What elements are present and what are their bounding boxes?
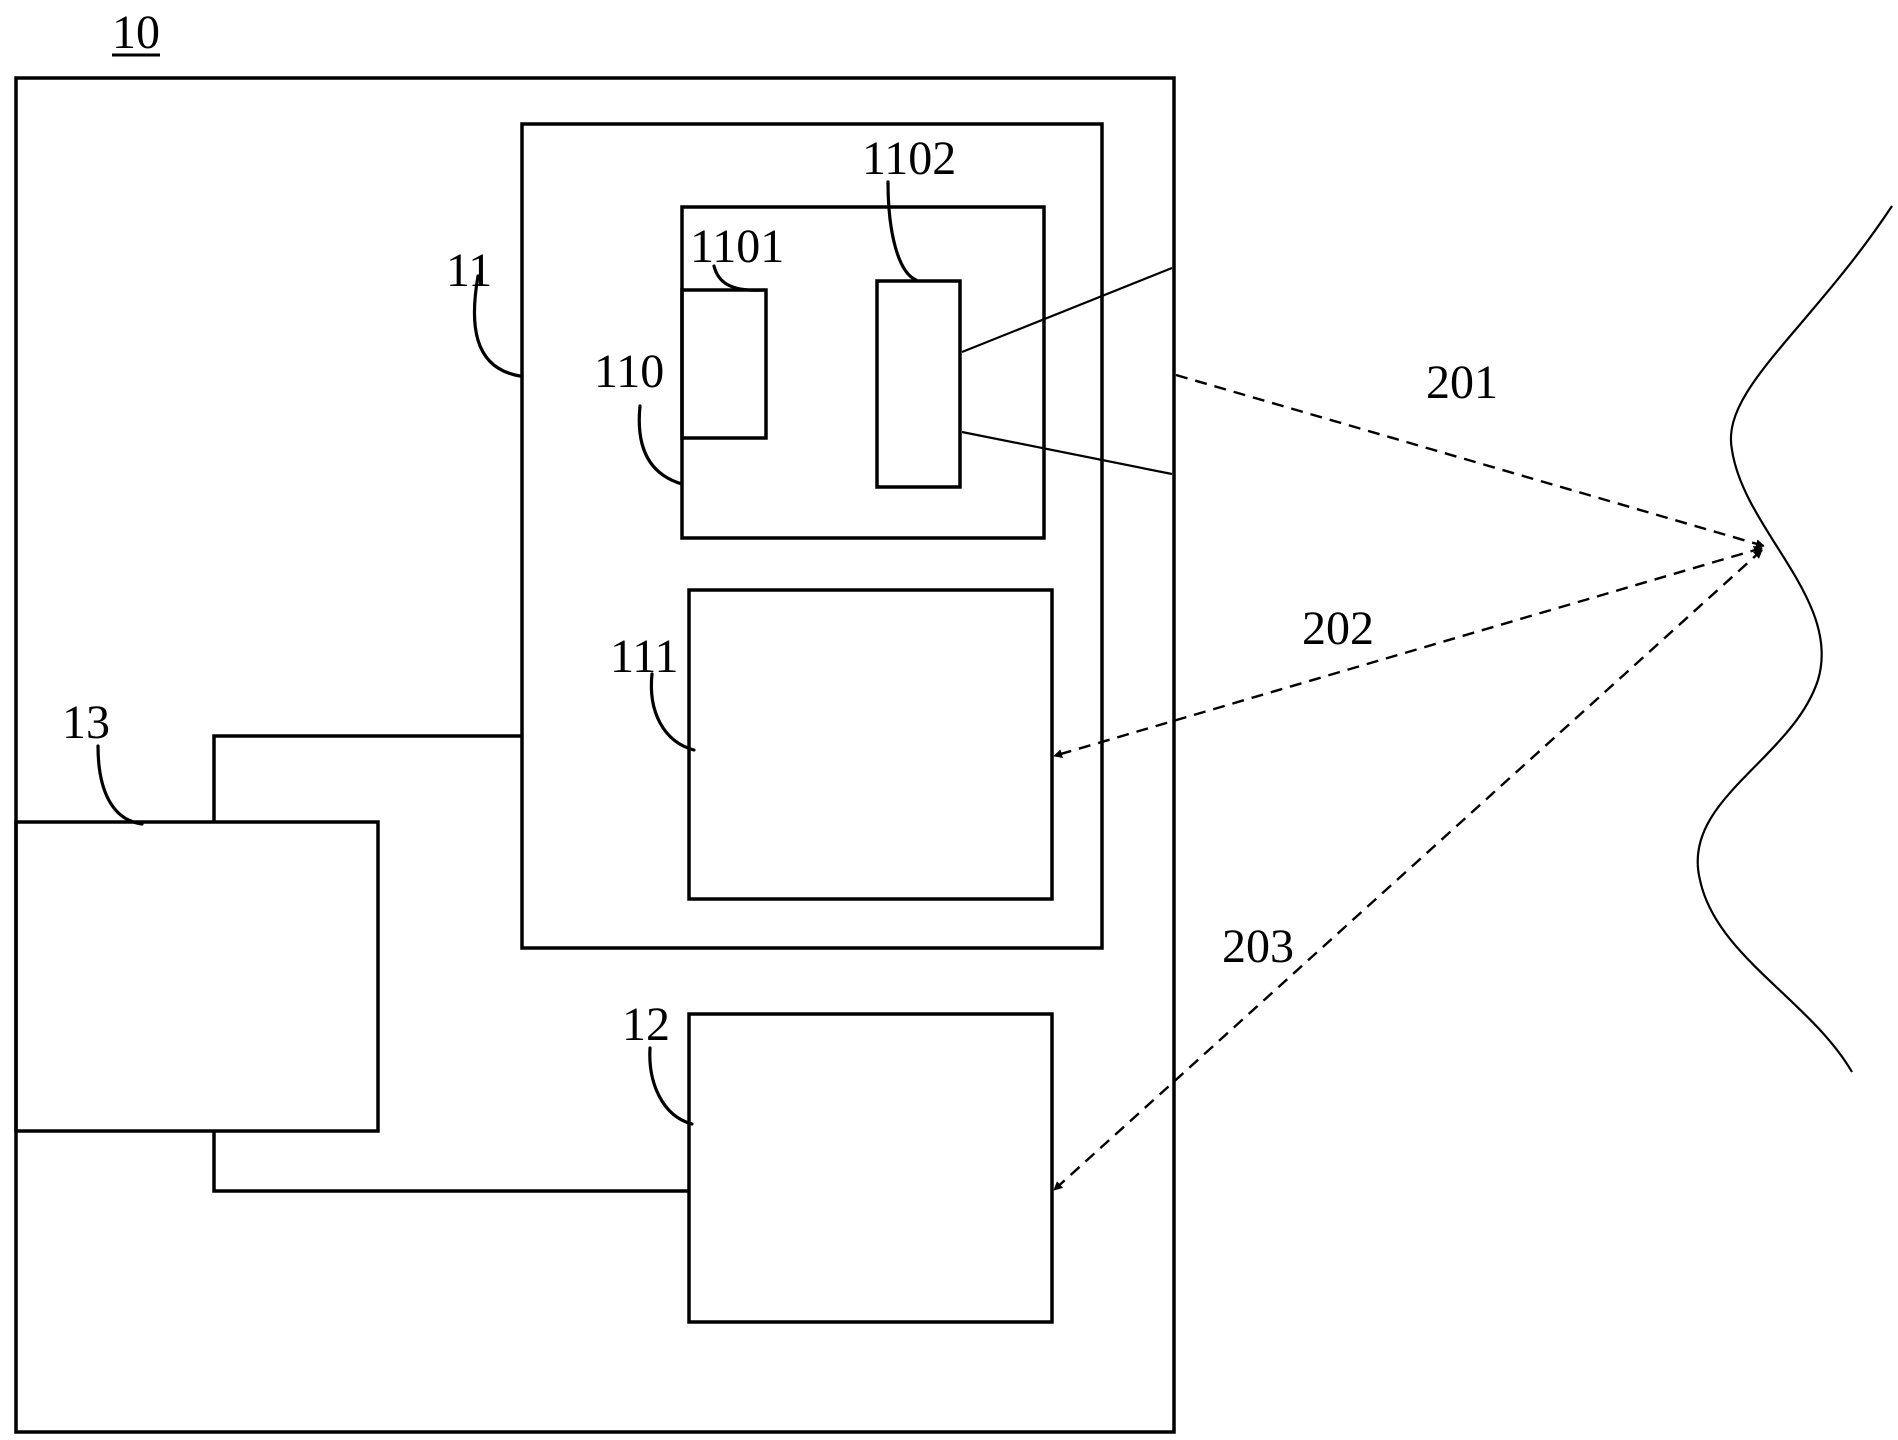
wire-13-to-11	[212, 734, 522, 822]
unit-111-label: 111	[610, 630, 678, 683]
wire-13-to-12	[212, 1131, 689, 1193]
part-1101-label: 1101	[690, 220, 784, 273]
beam-202	[1053, 545, 1763, 759]
emitter-ray-lower	[961, 430, 1173, 476]
module-13-label: 13	[62, 696, 110, 749]
unit-111-leader	[649, 672, 696, 752]
beam-201	[1175, 373, 1765, 549]
part-1102-leader	[886, 180, 918, 282]
device-10-frame	[14, 76, 1176, 1434]
unit-111-box	[687, 588, 1054, 901]
unit-110-leader	[637, 404, 684, 486]
part-1101-leader	[712, 264, 766, 292]
module-12-leader	[648, 1046, 694, 1126]
device-10-label: 10	[112, 6, 160, 59]
part-1101-box	[680, 288, 768, 440]
target-surface-wave	[1696, 205, 1893, 1073]
part-1102-box	[875, 279, 962, 489]
beam-203-label: 203	[1222, 920, 1294, 973]
beam-203	[1053, 549, 1763, 1191]
module-12-box	[687, 1012, 1054, 1324]
module-12-label: 12	[622, 998, 670, 1051]
module-11-label: 11	[446, 244, 492, 297]
beam-201-label: 201	[1426, 356, 1498, 409]
part-1102-label: 1102	[862, 132, 956, 185]
module-11-box	[520, 122, 1104, 950]
module-13-box	[14, 820, 380, 1133]
unit-110-label: 110	[594, 345, 664, 398]
module-11-leader	[472, 274, 522, 378]
emitter-ray-upper	[961, 266, 1173, 354]
module-13-leader	[96, 744, 144, 826]
beam-202-label: 202	[1302, 602, 1374, 655]
